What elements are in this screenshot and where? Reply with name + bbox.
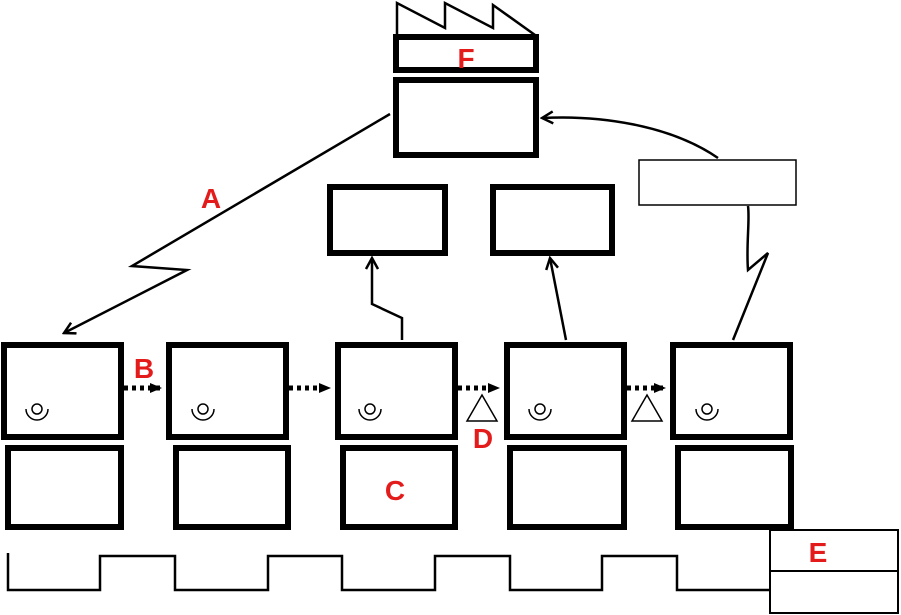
process-box-5 xyxy=(670,342,793,440)
operator-icons xyxy=(25,403,719,421)
operator-icon xyxy=(25,403,49,421)
process-boxes xyxy=(1,342,793,440)
factory-body-box xyxy=(393,77,539,158)
info-flow-curve xyxy=(542,117,719,160)
operator-icon xyxy=(695,403,719,421)
process-box-1 xyxy=(1,342,124,440)
zigzag-arrow-icon xyxy=(64,112,391,333)
zigzag-arrow-icon xyxy=(731,205,770,341)
data-box-5 xyxy=(675,445,794,530)
data-box-1 xyxy=(5,445,124,530)
data-boxes xyxy=(5,445,794,530)
upper-box-left xyxy=(327,184,448,256)
label-a: A xyxy=(201,183,221,214)
timeline-ladder xyxy=(6,553,770,592)
factory-icon-group xyxy=(393,0,539,158)
factory-roof-icon xyxy=(395,0,536,37)
label-e: E xyxy=(809,537,828,568)
info-box-top-right xyxy=(638,159,797,206)
label-d: D xyxy=(473,423,493,454)
operator-icon xyxy=(358,403,382,421)
data-box-4 xyxy=(507,445,627,530)
process-box-2 xyxy=(166,342,289,440)
process-box-3 xyxy=(335,342,458,440)
zigzag-arrow-icon xyxy=(550,258,568,341)
lead-time-box xyxy=(769,529,899,614)
label-c: C xyxy=(385,475,405,506)
inventory-triangle-icon xyxy=(465,393,499,422)
data-box-3 xyxy=(340,445,458,530)
inventory-triangle-icon xyxy=(630,393,664,422)
label-f: F xyxy=(457,43,474,74)
factory-header-box xyxy=(393,34,539,73)
zigzag-arrow-icon xyxy=(372,258,404,340)
operator-icon xyxy=(191,403,215,421)
upper-box-right xyxy=(490,184,615,256)
process-box-4 xyxy=(504,342,627,440)
operator-icon xyxy=(528,403,552,421)
label-b: B xyxy=(134,353,154,384)
data-box-2 xyxy=(173,445,291,530)
